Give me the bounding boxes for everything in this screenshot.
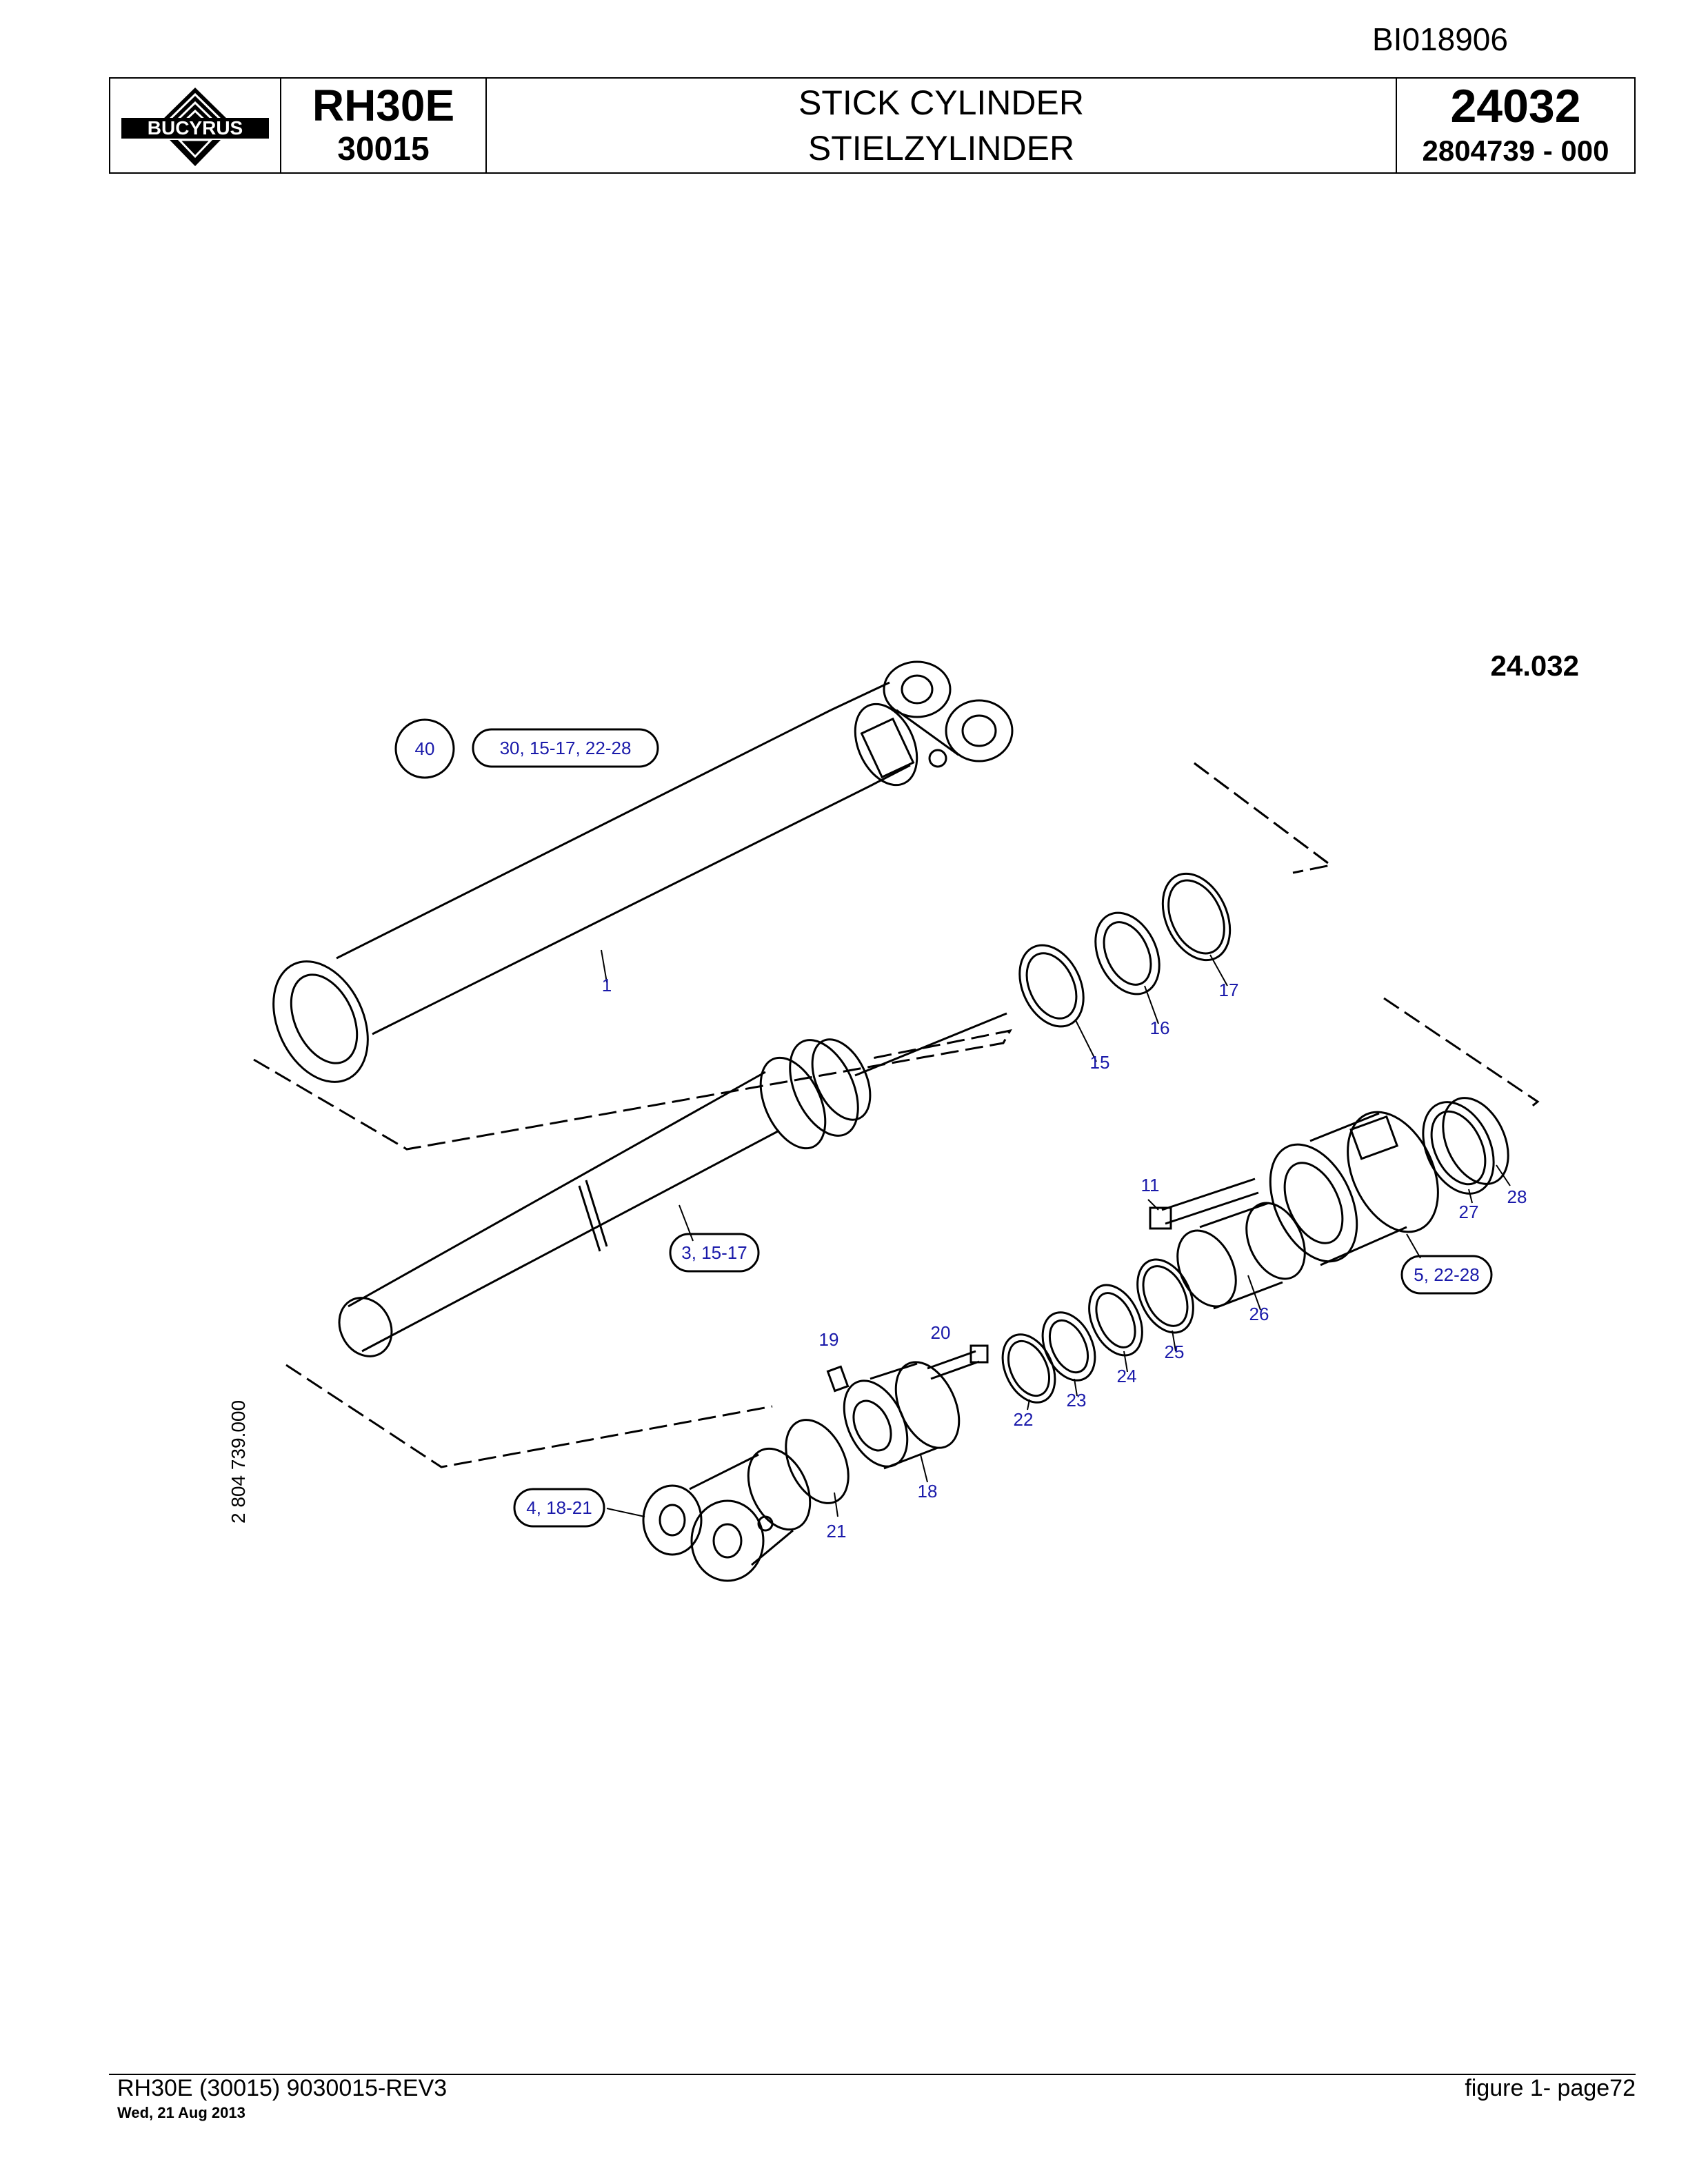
dashed-outline-upper [1194,762,1332,867]
footer-doc-ref: RH30E (30015) 9030015-REV3 [117,2075,448,2101]
model-name: RH30E [312,81,455,130]
rod-eye [642,1447,812,1582]
callout-28: 28 [1507,1186,1527,1207]
callout-3-group: 3, 15-17 [681,1242,747,1263]
serial-number: 30015 [337,131,430,168]
title-block: BUCYRUS RH30E 30015 STICK CYLINDER STIEL… [109,77,1636,174]
rings-22-25 [1001,1258,1194,1404]
part-number: 2804739 - 000 [1422,134,1609,167]
bolt-11 [1149,1177,1259,1230]
callout-5-group: 5, 22-28 [1414,1264,1479,1285]
callout-15: 15 [1090,1052,1110,1073]
cylinder-barrel [272,660,1014,1083]
callout-40: 40 [415,738,435,759]
footer-page: figure 1- page72 [1465,2075,1636,2101]
footer-date: Wed, 21 Aug 2013 [117,2104,245,2121]
leader-lines [601,949,1511,1517]
callout-16: 16 [1150,1018,1170,1038]
callout-30-group: 30, 15-17, 22-28 [500,738,632,758]
callout-bubble-5 [1400,1255,1493,1295]
figure-reference: 24.032 [1491,649,1579,682]
bolt-20 [927,1344,989,1380]
pin-19 [826,1365,850,1393]
model-cell: RH30E 30015 [281,79,487,172]
callout-24: 24 [1117,1366,1137,1386]
callout-bubble-30 [472,728,659,768]
document-id: BI018906 [1372,21,1508,57]
title-cell: STICK CYLINDER STIELZYLINDER [487,79,1397,172]
dashed-outline-lower-right [1383,997,1540,1111]
piston-nut-18 [843,1361,961,1470]
title-english: STICK CYLINDER [798,83,1084,122]
bucyrus-logo: BUCYRUS [121,88,269,166]
group-number: 24032 [1450,80,1581,132]
callout-22: 22 [1014,1409,1034,1430]
dashed-outline-barrel [253,1029,1012,1151]
rings-15-17 [1018,872,1232,1028]
footer-divider [109,2074,1636,2075]
callout-18: 18 [918,1481,938,1502]
callout-23: 23 [1067,1390,1087,1410]
callout-17: 17 [1219,980,1239,1000]
callout-4-group: 4, 18-21 [526,1497,592,1518]
callout-19: 19 [819,1329,839,1350]
callout-bubble-40 [394,718,455,779]
cylinder-head [1269,1097,1509,1266]
callout-20: 20 [931,1322,951,1343]
callout-26: 26 [1249,1304,1269,1324]
dashed-outline-lower [285,1364,773,1468]
side-drawing-number: 2 804 739.000 [228,1400,249,1524]
logo-cell: BUCYRUS [110,79,281,172]
callout-bubble-4 [513,1488,605,1528]
callout-1: 1 [602,975,612,995]
bushing-26 [1176,1202,1306,1310]
piston-rod [338,1012,1007,1357]
callout-bubble-3 [669,1233,760,1273]
number-cell: 24032 2804739 - 000 [1397,79,1634,172]
callout-11: 11 [1141,1175,1160,1195]
callout-25: 25 [1165,1342,1185,1362]
svg-text:BUCYRUS: BUCYRUS [148,117,243,139]
title-german: STIELZYLINDER [807,129,1075,168]
callout-27: 27 [1459,1202,1479,1222]
callout-21: 21 [827,1521,847,1541]
